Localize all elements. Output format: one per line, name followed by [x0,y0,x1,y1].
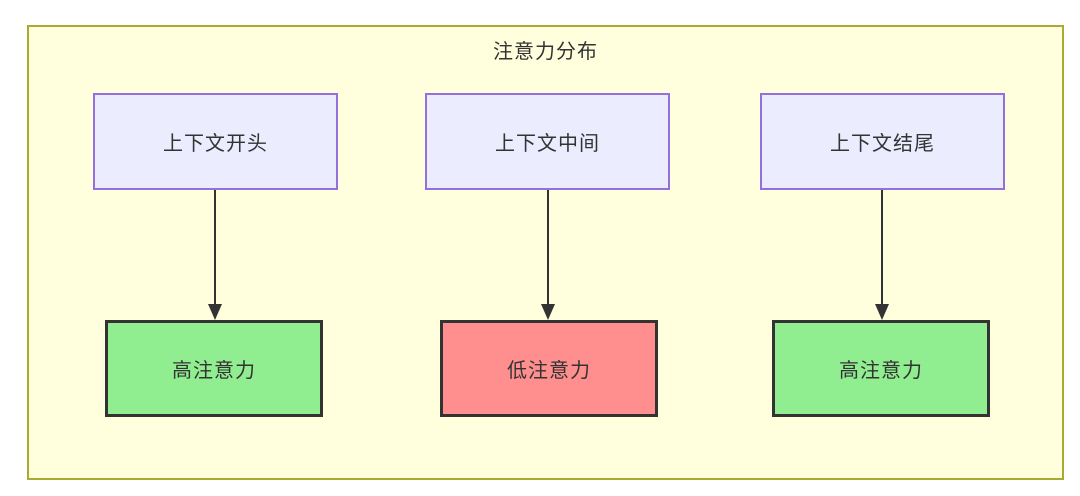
arrow-down-icon [205,190,225,320]
arrow-down-icon [872,190,892,320]
node-low-attention: 低注意力 [440,320,658,417]
attention-distribution-cluster: 注意力分布 上下文开头 上下文中间 上下文结尾 [27,25,1064,480]
node-context-middle-label: 上下文中间 [495,133,600,155]
node-context-end-label: 上下文结尾 [830,133,935,155]
node-context-end: 上下文结尾 [760,93,1005,190]
node-high-attention-1: 高注意力 [105,320,323,417]
node-high-attention-1-label: 高注意力 [172,360,256,382]
node-high-attention-2-label: 高注意力 [839,360,923,382]
node-low-attention-label: 低注意力 [507,360,591,382]
node-context-start: 上下文开头 [93,93,338,190]
arrow-down-icon [538,190,558,320]
node-context-middle: 上下文中间 [425,93,670,190]
node-high-attention-2: 高注意力 [772,320,990,417]
cluster-title: 注意力分布 [493,41,598,63]
node-context-start-label: 上下文开头 [163,133,268,155]
